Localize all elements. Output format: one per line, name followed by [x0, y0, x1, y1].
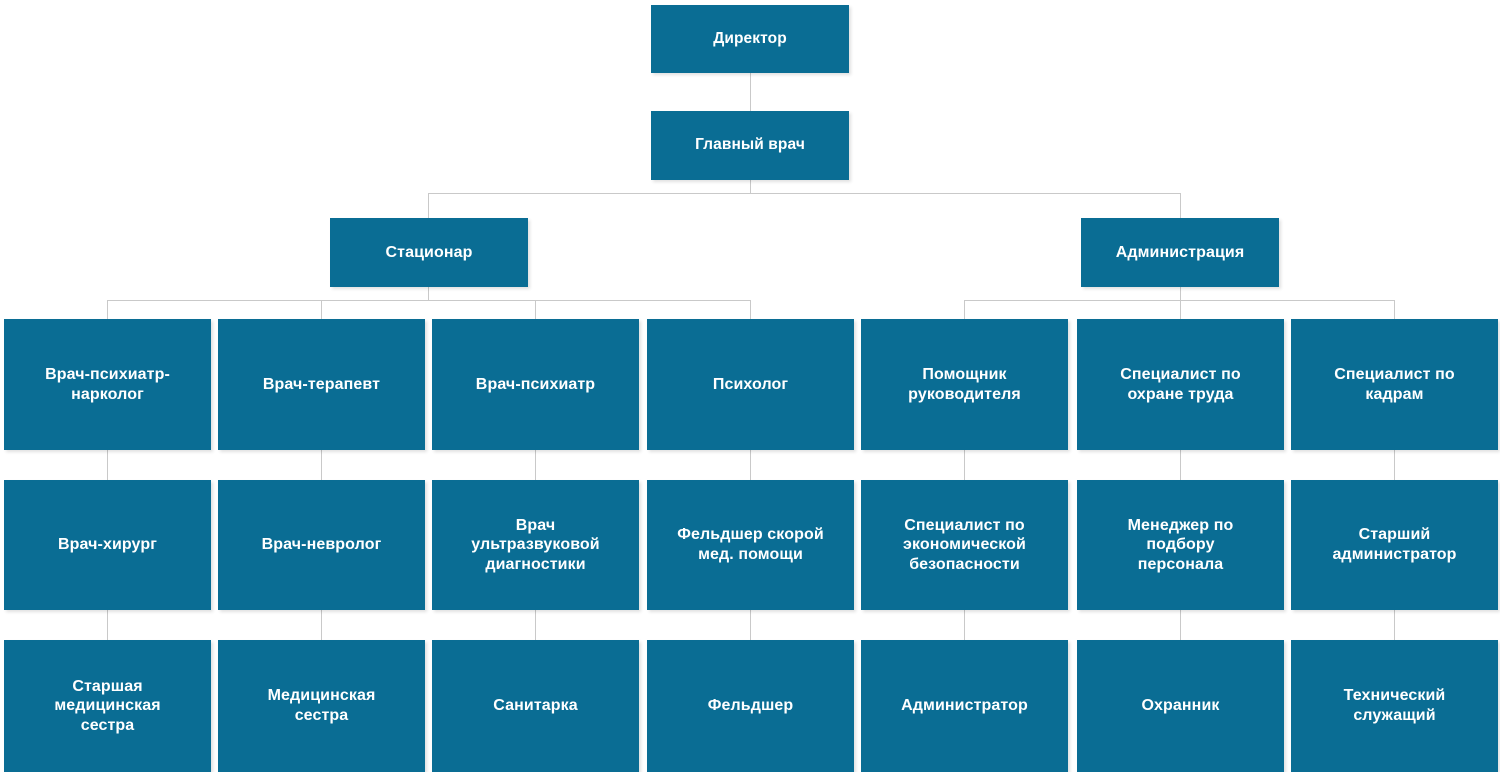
- node-hospital-child-1-sub-2[interactable]: Старшая медицинская сестра: [4, 640, 211, 772]
- node-hospital-child-3-sub-2[interactable]: Санитарка: [432, 640, 639, 772]
- node-hospital-child-1-label: Врач-психиатр- нарколог: [45, 365, 170, 403]
- node-hospital-child-2-label: Врач-терапевт: [262, 375, 381, 393]
- node-administration-child-2-label: Специалист по охране труда: [1120, 365, 1241, 403]
- connector-col-2-row2-row3: [321, 610, 322, 640]
- node-hospital-child-2-sub-2-label: Медицинская сестра: [267, 687, 376, 724]
- connector-hospital-drop-4: [750, 300, 751, 319]
- node-hospital-child-2[interactable]: Врач-терапевт: [218, 319, 425, 450]
- connector-col-6-row1-row2: [1180, 450, 1181, 480]
- node-hospital-child-4-sub-1[interactable]: Фельдшер скорой мед. помощи: [647, 480, 854, 610]
- connector-hospital-drop-2: [321, 300, 322, 319]
- connector-administration-bus: [964, 300, 1394, 301]
- node-administration-child-2-sub-1-label: Менеджер по подбору персонала: [1127, 516, 1234, 573]
- node-chief-doctor-label: Главный врач: [695, 136, 805, 154]
- connector-chief-to-hospital: [428, 193, 429, 218]
- node-hospital-child-1-sub-2-label: Старшая медицинская сестра: [54, 677, 161, 734]
- node-administration-child-1-sub-1[interactable]: Специалист по экономической безопасности: [861, 480, 1068, 610]
- connector-hospital-drop-3: [535, 300, 536, 319]
- connector-col-3-row1-row2: [535, 450, 536, 480]
- connector-administration-drop-2: [1180, 300, 1181, 319]
- node-administration-child-1-sub-2[interactable]: Администратор: [861, 640, 1068, 772]
- connector-hospital-drop-1: [107, 300, 108, 319]
- node-hospital-child-3-sub-1[interactable]: Врач ультразвуковой диагностики: [432, 480, 639, 610]
- node-administration-child-1[interactable]: Помощник руководителя: [861, 319, 1068, 450]
- node-hospital-child-2-sub-1[interactable]: Врач-невролог: [218, 480, 425, 610]
- node-chief-doctor[interactable]: Главный врач: [651, 111, 849, 180]
- node-hospital-child-4-sub-2-label: Фельдшер: [707, 697, 794, 715]
- node-administration-child-3-sub-2-label: Технический служащий: [1343, 687, 1446, 724]
- node-hospital-child-1-sub-1-label: Врач-хирург: [58, 536, 157, 554]
- node-hospital-child-3[interactable]: Врач-психиатр: [432, 319, 639, 450]
- connector-col-5-row1-row2: [964, 450, 965, 480]
- connector-col-2-row1-row2: [321, 450, 322, 480]
- node-hospital-child-2-sub-1-label: Врач-невролог: [261, 536, 382, 554]
- node-hospital-child-4-label: Психолог: [712, 375, 789, 393]
- node-hospital[interactable]: Стационар: [330, 218, 528, 287]
- node-administration-child-3-label: Специалист по кадрам: [1334, 365, 1455, 403]
- connector-chief-stub: [750, 180, 751, 194]
- connector-hospital-stub: [428, 287, 429, 301]
- connector-col-6-row2-row3: [1180, 610, 1181, 640]
- connector-col-7-row1-row2: [1394, 450, 1395, 480]
- node-hospital-child-2-sub-2[interactable]: Медицинская сестра: [218, 640, 425, 772]
- node-director-label: Директор: [713, 29, 787, 47]
- node-administration-child-2-sub-2[interactable]: Охранник: [1077, 640, 1284, 772]
- node-administration-child-1-sub-1-label: Специалист по экономической безопасности: [903, 516, 1026, 573]
- node-administration-child-1-label: Помощник руководителя: [908, 365, 1021, 403]
- connector-administration-drop-3: [1394, 300, 1395, 319]
- connector-col-5-row2-row3: [964, 610, 965, 640]
- node-hospital-child-4[interactable]: Психолог: [647, 319, 854, 450]
- node-administration-child-2-sub-2-label: Охранник: [1141, 697, 1220, 715]
- node-hospital-child-3-sub-1-label: Врач ультразвуковой диагностики: [471, 516, 600, 573]
- node-administration[interactable]: Администрация: [1081, 218, 1279, 287]
- node-hospital-label: Стационар: [385, 243, 473, 261]
- connector-chief-to-administration: [1180, 193, 1181, 218]
- node-director[interactable]: Директор: [651, 5, 849, 73]
- node-administration-child-2-sub-1[interactable]: Менеджер по подбору персонала: [1077, 480, 1284, 610]
- node-administration-child-3-sub-1-label: Старший администратор: [1332, 526, 1457, 563]
- connector-chief-bus: [428, 193, 1181, 194]
- node-administration-child-3[interactable]: Специалист по кадрам: [1291, 319, 1498, 450]
- connector-col-4-row1-row2: [750, 450, 751, 480]
- node-administration-child-3-sub-1[interactable]: Старший администратор: [1291, 480, 1498, 610]
- node-hospital-child-3-sub-2-label: Санитарка: [493, 697, 578, 715]
- connector-col-1-row2-row3: [107, 610, 108, 640]
- node-hospital-child-1-sub-1[interactable]: Врач-хирург: [4, 480, 211, 610]
- connector-director-to-chief: [750, 73, 751, 111]
- node-administration-child-2[interactable]: Специалист по охране труда: [1077, 319, 1284, 450]
- node-hospital-child-4-sub-2[interactable]: Фельдшер: [647, 640, 854, 772]
- node-administration-child-3-sub-2[interactable]: Технический служащий: [1291, 640, 1498, 772]
- connector-col-7-row2-row3: [1394, 610, 1395, 640]
- node-administration-label: Администрация: [1115, 243, 1245, 261]
- node-hospital-child-1[interactable]: Врач-психиатр- нарколог: [4, 319, 211, 450]
- node-hospital-child-4-sub-1-label: Фельдшер скорой мед. помощи: [677, 526, 824, 563]
- connector-administration-drop-1: [964, 300, 965, 319]
- node-administration-child-1-sub-2-label: Администратор: [901, 697, 1028, 715]
- connector-administration-stub: [1180, 287, 1181, 301]
- connector-col-3-row2-row3: [535, 610, 536, 640]
- node-hospital-child-3-label: Врач-психиатр: [475, 375, 596, 393]
- connector-col-4-row2-row3: [750, 610, 751, 640]
- connector-hospital-bus: [107, 300, 751, 301]
- connector-col-1-row1-row2: [107, 450, 108, 480]
